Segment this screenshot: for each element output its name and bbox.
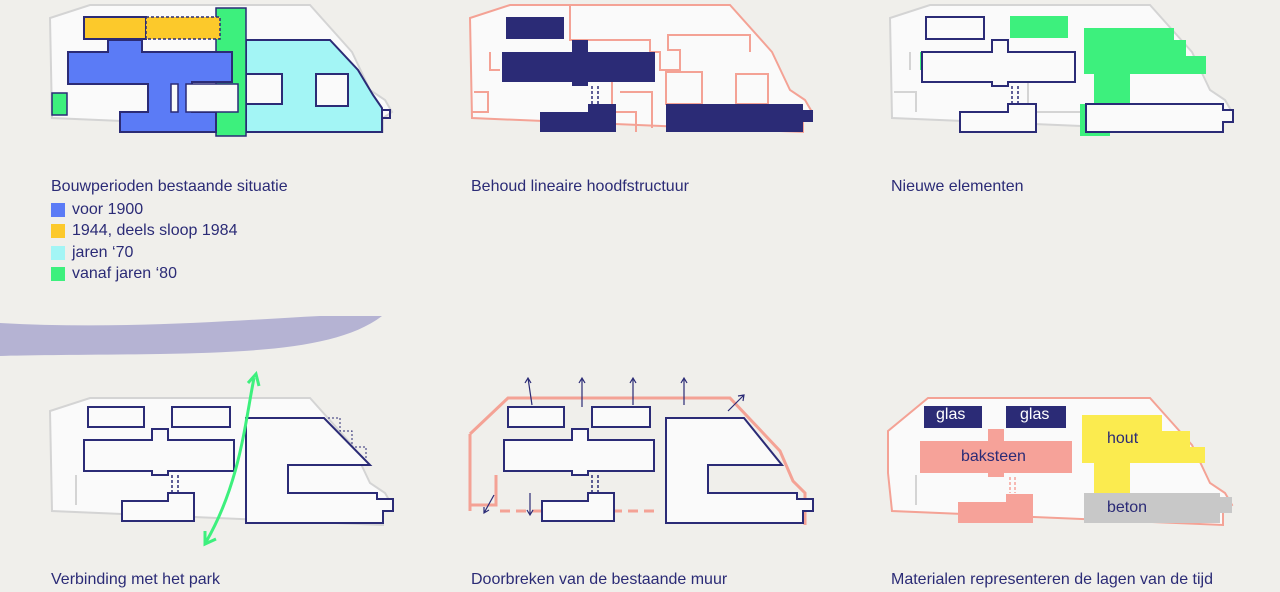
caption-nieuwe-elementen: Nieuwe elementen <box>891 178 1024 195</box>
structure-east-c <box>245 417 394 524</box>
legend-swatch <box>51 224 65 239</box>
caption-materialen: Materialen representeren de lagen van de… <box>891 571 1213 588</box>
wing <box>185 83 239 113</box>
panel-lineaire-structuur <box>468 4 814 134</box>
legend-swatch <box>51 202 65 217</box>
legend-item: vanaf jaren ‘80 <box>51 264 237 286</box>
structure-top <box>925 16 985 40</box>
structure-east <box>1085 103 1234 133</box>
arrow-head-down <box>203 531 217 547</box>
structure-bottom <box>541 492 615 522</box>
arrow-head-up <box>246 370 261 387</box>
block-top-left <box>507 406 565 428</box>
panel-doorbreken-muur <box>468 376 814 525</box>
zone-jaren-70 <box>245 39 383 133</box>
structure-east <box>666 104 813 132</box>
caption-lineaire-structuur: Behoud lineaire hoodfstructuur <box>471 178 689 195</box>
bay-detail <box>382 109 391 119</box>
legend-label: vanaf jaren ‘80 <box>72 265 177 283</box>
material-glas-1 <box>924 406 982 428</box>
new-green-wing <box>1084 28 1206 104</box>
connector-dashed <box>1009 477 1016 493</box>
block-top-right <box>171 406 231 428</box>
structure-east-c <box>665 417 814 524</box>
new-green-top <box>1010 16 1068 38</box>
zone-vanaf-80-small <box>51 92 68 116</box>
caption-verbinding-park: Verbinding met het park <box>51 571 220 588</box>
park-band <box>0 316 382 356</box>
courtyard <box>245 73 283 105</box>
label-glas-1: glas <box>936 406 966 423</box>
breakthrough-arrows <box>483 376 745 517</box>
label-hout: hout <box>1107 430 1139 447</box>
panel-verbinding-park <box>48 370 394 547</box>
legend-item: voor 1900 <box>51 199 237 221</box>
legend-label: 1944, deels sloop 1984 <box>72 222 238 240</box>
gap <box>170 83 179 113</box>
zone-1944 <box>83 16 147 40</box>
legend-swatch <box>51 267 65 282</box>
block-top-right <box>591 406 651 428</box>
material-beton <box>1084 493 1232 523</box>
material-glas-2 <box>1006 406 1066 428</box>
structure-bottom <box>540 104 616 132</box>
caption-doorbreken-muur: Doorbreken van de bestaande muur <box>471 571 728 588</box>
label-beton: beton <box>1107 499 1148 516</box>
legend-bouwperioden: voor 1900 1944, deels sloop 1984 jaren ‘… <box>51 199 237 285</box>
old-walls <box>472 5 769 132</box>
structure-spine <box>502 40 655 86</box>
structure-spine <box>503 428 655 476</box>
label-baksteen: baksteen <box>961 448 1026 465</box>
legend-item: jaren ‘70 <box>51 242 237 264</box>
park-arrow <box>204 377 256 543</box>
panel-materialen <box>887 397 1234 527</box>
structure-bottom <box>959 103 1037 133</box>
legend-label: jaren ‘70 <box>72 243 134 261</box>
legend-label: voor 1900 <box>72 200 144 218</box>
zone-1944-dashed <box>145 16 221 40</box>
material-baksteen <box>920 429 1072 477</box>
panel-bouwperioden <box>48 4 394 137</box>
courtyard <box>315 73 349 107</box>
panel-nieuwe-elementen <box>888 4 1234 136</box>
step-dashed <box>328 417 367 465</box>
material-hout <box>1082 415 1205 493</box>
wall-corner <box>470 475 498 507</box>
material-baksteen-bottom <box>958 494 1033 523</box>
caption-bouwperioden: Bouwperioden bestaande situatie <box>51 178 288 195</box>
legend-swatch <box>51 245 65 260</box>
structure-bottom <box>121 492 195 522</box>
label-glas-2: glas <box>1020 406 1050 423</box>
legend-item: 1944, deels sloop 1984 <box>51 221 237 243</box>
structure-spine <box>921 39 1076 87</box>
block-top-left <box>87 406 145 428</box>
structure-top <box>506 17 564 39</box>
